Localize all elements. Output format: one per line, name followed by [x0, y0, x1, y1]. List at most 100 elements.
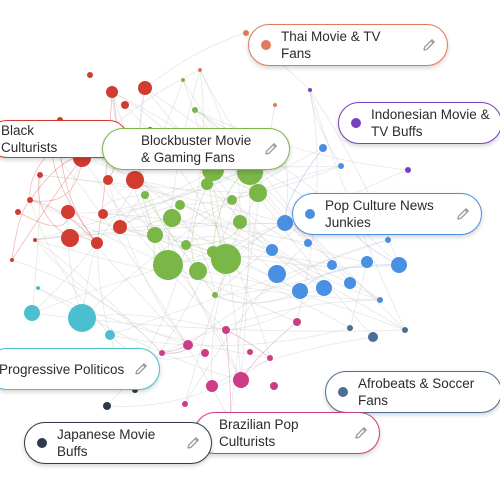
graph-node-blockbuster — [227, 195, 237, 205]
pencil-icon[interactable] — [453, 204, 473, 224]
cluster-color-dot — [351, 118, 361, 128]
pencil-icon[interactable] — [261, 139, 281, 159]
graph-edge — [194, 109, 400, 266]
pencil-icon[interactable] — [131, 359, 151, 379]
graph-node-popculture — [377, 297, 383, 303]
graph-node-blockbuster — [207, 246, 219, 258]
graph-edge — [67, 169, 214, 214]
graph-node-thai — [198, 68, 202, 72]
graph-edge — [11, 259, 163, 354]
graph-node-popculture — [277, 215, 293, 231]
graph-edge — [167, 256, 333, 266]
graph-node-popculture — [304, 239, 312, 247]
cluster-color-dot — [261, 40, 271, 50]
pencil-icon[interactable] — [183, 433, 203, 453]
graph-node-black — [121, 101, 129, 109]
graph-edge — [67, 157, 83, 319]
cluster-label: Blockbuster Movie & Gaming Fans — [141, 133, 252, 165]
graph-edge — [67, 211, 189, 346]
graph-edge — [144, 32, 247, 89]
cluster-pill-brazilian[interactable]: Brazilian Pop Culturists — [194, 412, 380, 454]
graph-edge — [182, 79, 242, 381]
pencil-icon[interactable] — [351, 423, 371, 443]
graph-node-black — [106, 86, 118, 98]
graph-node-afrobeats — [402, 327, 408, 333]
graph-edge — [214, 290, 301, 304]
graph-edge — [109, 239, 389, 336]
graph-node-blockbuster — [249, 184, 267, 202]
cluster-label: Japanese Movie Buffs — [57, 427, 156, 459]
graph-node-blockbuster — [181, 78, 185, 82]
graph-node-blockbuster — [181, 240, 191, 250]
cluster-color-dot — [338, 387, 348, 397]
cluster-label: Afrobeats & Soccer Fans — [358, 376, 475, 408]
graph-node-brazilian — [201, 349, 209, 357]
graph-node-black — [61, 205, 75, 219]
cluster-pill-popculture[interactable]: Pop Culture News Junkies — [292, 193, 482, 235]
graph-node-black — [126, 171, 144, 189]
graph-node-japanese — [103, 402, 111, 410]
graph-node-brazilian — [293, 318, 301, 326]
graph-edge — [39, 174, 286, 224]
graph-node-black — [27, 197, 33, 203]
cluster-pill-indonesian[interactable]: Indonesian Movie & TV Buffs — [338, 102, 500, 144]
graph-edge — [144, 194, 216, 296]
graph-node-thai — [243, 30, 249, 36]
graph-edge — [31, 174, 41, 314]
graph-node-indonesian — [308, 88, 312, 92]
graph-node-popculture — [344, 277, 356, 289]
graph-node-black — [33, 238, 37, 242]
graph-edge — [185, 236, 273, 251]
graph-node-brazilian — [183, 340, 193, 350]
graph-node-black — [61, 229, 79, 247]
graph-edge — [34, 239, 163, 354]
graph-node-blockbuster — [147, 227, 163, 243]
graph-edge — [34, 233, 214, 253]
graph-edge — [106, 357, 271, 407]
graph-node-brazilian — [233, 372, 249, 388]
graph-node-progressive — [105, 330, 115, 340]
cluster-label: Thai Movie & TV Fans — [281, 29, 381, 61]
graph-node-brazilian — [182, 401, 188, 407]
graph-edge — [29, 157, 83, 202]
graph-node-black — [138, 81, 152, 95]
graph-node-popculture — [316, 280, 332, 296]
graph-node-blockbuster — [212, 292, 218, 298]
cluster-pill-afrobeats[interactable]: Afrobeats & Soccer Fans — [325, 371, 500, 413]
graph-edge — [39, 174, 259, 194]
graph-edge — [231, 199, 368, 263]
graph-edge — [17, 211, 69, 227]
graph-node-popculture — [268, 265, 286, 283]
graph-node-black — [15, 209, 21, 215]
graph-edge — [211, 336, 374, 387]
graph-edge — [81, 147, 324, 319]
graph-node-blockbuster — [192, 107, 198, 113]
graph-node-brazilian — [267, 355, 273, 361]
graph-node-blockbuster — [175, 200, 185, 210]
graph-edge — [31, 251, 214, 314]
graph-edge — [102, 213, 309, 244]
cluster-label: Pop Culture News Junkies — [325, 198, 434, 230]
graph-node-popculture — [361, 256, 373, 268]
graph-edge — [107, 179, 242, 381]
graph-node-popculture — [338, 163, 344, 169]
cluster-pill-thai[interactable]: Thai Movie & TV Fans — [248, 24, 448, 66]
graph-edge — [214, 261, 368, 296]
cluster-pill-japanese[interactable]: Japanese Movie Buffs — [24, 422, 212, 464]
graph-node-popculture — [292, 283, 308, 299]
graph-node-brazilian — [159, 350, 165, 356]
graph-edge — [197, 270, 406, 331]
graph-node-blockbuster — [233, 215, 247, 229]
graph-edge — [107, 179, 189, 346]
cluster-pill-blockbuster[interactable]: Blockbuster Movie & Gaming Fans — [102, 128, 290, 170]
graph-edge — [309, 89, 342, 167]
graph-edge — [134, 179, 216, 296]
graph-node-progressive — [36, 286, 40, 290]
graph-edge — [194, 109, 409, 171]
graph-node-brazilian — [247, 349, 253, 355]
cluster-label: Brazilian Pop Culturists — [219, 417, 299, 449]
pencil-icon[interactable] — [419, 35, 439, 55]
graph-edge — [167, 69, 201, 266]
cluster-pill-progressive[interactable]: Progressive Politicos — [0, 348, 160, 390]
graph-node-popculture — [319, 144, 327, 152]
